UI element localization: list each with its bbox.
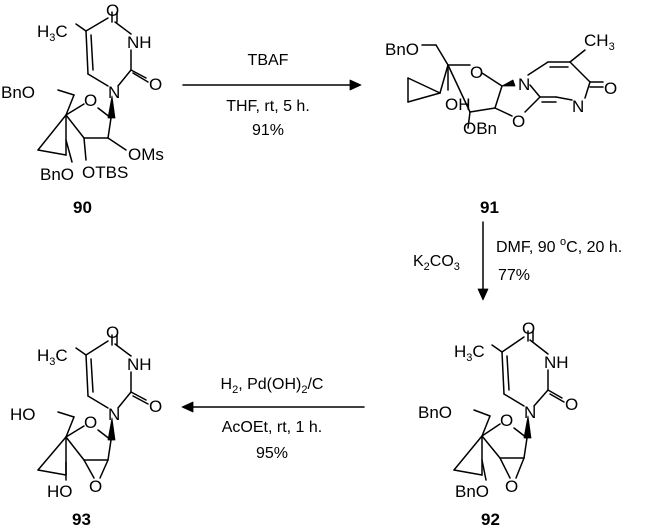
ring-o-label: O <box>500 411 513 430</box>
methyl-label: H3C <box>37 22 68 44</box>
compound-93-label: 93 <box>72 510 91 526</box>
conditions-3: AcOEt, rt, 1 h. <box>222 419 322 436</box>
carbonyl-o-label: O <box>522 319 535 338</box>
oms-label: OMs <box>128 145 164 164</box>
compound-90-structure: H3C O NH O N O BnO OMs OTBS BnO <box>1 1 164 184</box>
methyl-label: H3C <box>37 346 68 368</box>
reagent-h2-pd: H2, Pd(OH)2/C <box>221 376 324 396</box>
n-label: N <box>108 83 120 102</box>
n-label: N <box>518 75 530 94</box>
conditions-1: THF, rt, 5 h. <box>226 98 310 115</box>
reagent-k2co3: K2CO3 <box>413 253 460 273</box>
nh-label: NH <box>127 33 152 52</box>
n-label: N <box>524 403 536 422</box>
epoxide-o-label: O <box>89 477 102 496</box>
yield-3: 95% <box>256 445 288 462</box>
compound-91-label: 91 <box>480 198 499 217</box>
carbonyl-o-label: O <box>106 323 119 342</box>
otbs-label: OTBS <box>82 163 128 182</box>
ch3-label: CH3 <box>584 31 615 53</box>
reagent-tbaf: TBAF <box>248 52 289 69</box>
nh-label: NH <box>127 355 152 374</box>
carbonyl-o-label: O <box>106 1 119 20</box>
oh-label: OH <box>445 95 471 114</box>
compound-91-structure: BnO O N CH3 N O O OH OBn <box>385 31 617 138</box>
obn-label: OBn <box>463 119 497 138</box>
ho-label: HO <box>10 405 36 424</box>
ho-label: HO <box>47 482 73 501</box>
compound-93-structure: H3C O NH O N O HO O HO <box>10 323 162 501</box>
carbonyl-o-label: O <box>149 397 162 416</box>
carbonyl-o-label: O <box>149 75 162 94</box>
carbonyl-o-label: O <box>604 79 617 98</box>
conditions-2: DMF, 90 oC, 20 h. <box>496 236 622 256</box>
ring-o-label: O <box>84 91 97 110</box>
yield-2: 77% <box>498 267 530 284</box>
oxazoline-o-label: O <box>512 112 525 131</box>
compound-92-label: 92 <box>481 510 500 526</box>
nh-label: NH <box>544 353 569 372</box>
bno-label: BnO <box>385 40 419 59</box>
ring-o-label: O <box>470 63 483 82</box>
bno-label: BnO <box>455 482 489 501</box>
reaction-arrow-2 <box>477 221 489 301</box>
n-label: N <box>108 405 120 424</box>
reaction-arrow-3 <box>181 401 365 413</box>
n-label: N <box>572 97 584 116</box>
compound-90-label: 90 <box>73 198 92 217</box>
bno-label: BnO <box>40 165 74 184</box>
compound-92-structure: H3C O NH O N O BnO O BnO <box>418 319 578 501</box>
ring-o-label: O <box>84 413 97 432</box>
bno-label: BnO <box>1 83 35 102</box>
reaction-arrow-1 <box>182 79 362 91</box>
carbonyl-o-label: O <box>565 395 578 414</box>
yield-1: 91% <box>252 122 284 139</box>
methyl-label: H3C <box>454 342 485 364</box>
bno-label: BnO <box>418 403 452 422</box>
epoxide-o-label: O <box>505 477 518 496</box>
